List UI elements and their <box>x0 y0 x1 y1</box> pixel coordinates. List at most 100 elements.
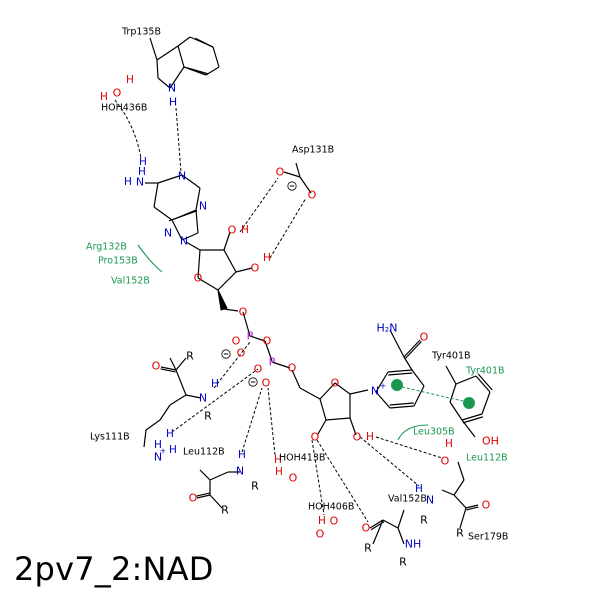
ribose1-c2-oh <box>223 231 231 251</box>
residue-label-arg132b: Arg132B <box>86 242 127 253</box>
pi-stacking-line <box>401 386 464 402</box>
carboxamide-cn <box>389 329 405 358</box>
leu-side <box>199 469 211 481</box>
r-group: R <box>251 480 259 493</box>
nicotinamide-ring <box>387 369 413 373</box>
lys-nz-hydrogen: H <box>166 428 174 440</box>
nicotinamide-ring <box>413 385 425 407</box>
adenine-6-ring <box>181 174 201 189</box>
residue-label-leu305b: Leu305B <box>413 427 455 438</box>
val-backbone <box>372 519 384 545</box>
tyr-ring <box>477 373 493 391</box>
ser-carbonyl-oxygen: O <box>482 499 491 512</box>
ribose2-c3-oh <box>317 419 327 435</box>
ribose1-ring-oxygen: O <box>194 272 203 285</box>
water-hydrogen: H <box>100 91 108 103</box>
r-group: R <box>221 504 229 517</box>
r-group: R <box>399 556 407 569</box>
o5-oxygen: O <box>239 306 248 319</box>
tyr-ring <box>475 375 491 393</box>
trp-pyrrole-ring <box>156 45 179 61</box>
ser-backbone <box>441 489 455 496</box>
leu-n: N <box>236 465 244 478</box>
ribose1-c5-wedge <box>217 289 228 311</box>
residue-label-trp135b: Trp135B <box>121 27 161 38</box>
lys-backbone <box>185 394 202 399</box>
tyr-oh-bond <box>461 419 476 438</box>
ribose-ring-2 <box>319 382 336 400</box>
lys-nz-nitrogen: N <box>154 451 162 464</box>
leu-carbonyl-oxygen: O <box>189 492 198 505</box>
leu-backbone <box>209 494 223 509</box>
trp-pyrrole-ring <box>157 77 171 89</box>
hydrogen-bond-lines <box>114 99 443 523</box>
p1-bridging-oxygen: O <box>263 335 272 348</box>
ribose-ring-1 <box>223 249 237 273</box>
residue-label-leu112b-right: Leu112B <box>466 453 508 464</box>
hbond-o2-valn <box>359 436 420 487</box>
c5b-c4b <box>299 387 321 400</box>
asp-carboxyl <box>283 171 301 178</box>
trp-hydrogen: H <box>169 96 177 109</box>
hbond-o3-water <box>311 439 325 516</box>
residue-label-hoh406b: HOH406B <box>308 502 354 513</box>
o5-p1 <box>242 311 251 337</box>
ser-backbone <box>459 507 467 529</box>
adenine-6-ring <box>195 187 201 211</box>
trp-pyrrole-ring <box>156 59 159 79</box>
ribose-ring-2 <box>325 417 351 421</box>
lys-side-chain <box>145 419 161 431</box>
hbond-leu-p2 <box>241 387 263 453</box>
asp-carboxyl <box>299 176 312 194</box>
r-group: R <box>420 514 428 527</box>
ribose2-ring-oxygen: O <box>331 377 340 390</box>
ser-carbonyl <box>466 506 479 511</box>
residue-label-tyr401b: Tyr401B <box>431 351 471 362</box>
ser-side <box>453 479 465 496</box>
tyr-side-chain <box>445 365 457 385</box>
p1-oxygen: O <box>237 347 246 360</box>
trp-benzene-ring <box>187 67 209 75</box>
ribose-ring-1 <box>217 271 237 291</box>
hbond-trp-n1 <box>175 107 182 173</box>
lys-side-chain <box>143 429 147 448</box>
trp-nitrogen: N <box>168 82 176 95</box>
amine-hydrogen: H <box>139 156 147 168</box>
ribose2-h2: H <box>366 431 374 443</box>
lys-backbone-n: N <box>199 392 207 405</box>
ser-backbone <box>453 494 467 509</box>
trp-benzene-ring <box>195 37 214 48</box>
val-carbonyl <box>369 519 384 529</box>
water-hydrogen: H <box>275 466 283 478</box>
leu-backbone <box>209 471 229 481</box>
positive-charge-icon: + <box>160 447 167 456</box>
hydrophobic-contacts <box>137 244 475 441</box>
ribose1-h3: H <box>263 252 271 264</box>
adenine-5-ring <box>195 209 199 234</box>
hbond-water-amine <box>114 99 142 159</box>
lys-carbonyl <box>160 368 176 373</box>
adenine-n9: N <box>180 235 188 248</box>
tyr-ring <box>449 383 457 403</box>
val-side <box>397 509 405 529</box>
residue-label-hoh413b: HOH413B <box>279 453 325 464</box>
val-backbone <box>397 527 405 545</box>
ribose1-o2: O <box>228 224 237 237</box>
pi-center-tyr <box>463 397 475 409</box>
val-carbonyl-oxygen: O <box>362 522 371 535</box>
r-group: R <box>456 527 464 540</box>
p2-ester-oxygen: O <box>288 362 297 375</box>
ser-hg: H <box>445 438 453 450</box>
residue-label-leu112b-left: Leu112B <box>183 447 225 458</box>
lys-backbone <box>169 357 177 371</box>
tyr-ring <box>449 401 463 421</box>
ribose1-h2: H <box>241 224 249 236</box>
carboxamide-nitrogen: H₂N <box>377 322 398 335</box>
asp-oxygen: O <box>308 189 317 202</box>
pi-center-nicotinamide <box>391 379 403 391</box>
residue-label-lys111b: Lys111B <box>90 432 130 443</box>
adenine-6-ring <box>168 210 198 222</box>
carboxamide-co <box>403 339 421 358</box>
lys-carbonyl <box>160 366 177 371</box>
